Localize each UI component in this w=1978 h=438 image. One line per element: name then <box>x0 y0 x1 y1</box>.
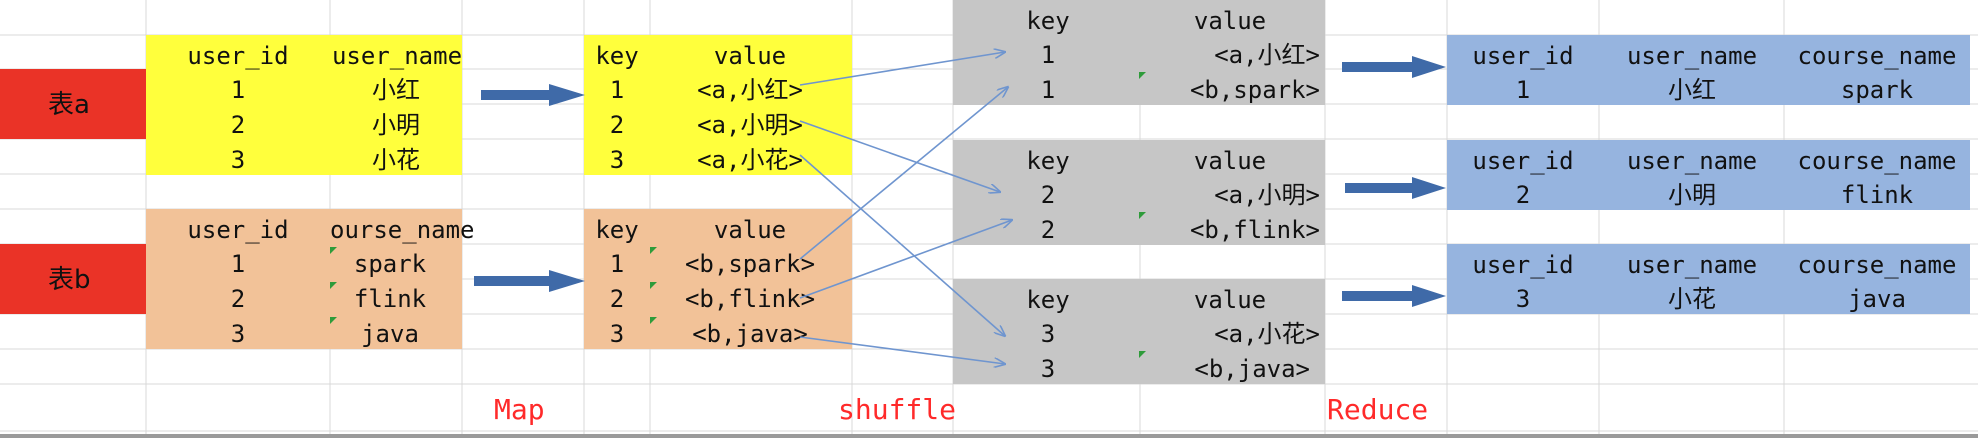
table-b-label: 表b <box>48 265 91 295</box>
shuffle-3-key: 3 <box>1040 355 1056 383</box>
cell-note-marker <box>1139 72 1146 79</box>
table-b-cell: flink <box>353 285 427 313</box>
map-a-value: <a,小明> <box>697 111 803 139</box>
table-b-cell: 2 <box>230 285 246 313</box>
shuffle-1-key: 1 <box>1040 76 1056 104</box>
shuffle-2-value: <b,flink> <box>1189 216 1320 244</box>
map-a-key: 3 <box>609 146 625 174</box>
reduce-1-header-user-name: user_name <box>1626 42 1758 70</box>
table-a-label-cell <box>0 69 146 139</box>
table-b-label-cell <box>0 244 146 314</box>
map-a-header-value: value <box>713 42 787 70</box>
reduce-2-user-name: 小明 <box>1668 181 1716 209</box>
cell-note-marker <box>330 282 337 289</box>
map-b-key: 1 <box>609 250 625 278</box>
shuffle-3-value: <a,小花> <box>1214 320 1320 348</box>
reduce-1-user-id: 1 <box>1515 76 1531 104</box>
reduce-2-user-id: 2 <box>1515 181 1531 209</box>
map-b-key: 2 <box>609 285 625 313</box>
reduce-result-3 <box>1447 244 1970 314</box>
phase-label-shuffle: shuffle <box>838 393 957 426</box>
shuffle-2-key: 2 <box>1040 181 1056 209</box>
map-b-value: <b,java> <box>692 320 808 348</box>
table-a-cell: 1 <box>230 76 246 104</box>
table-a-label: 表a <box>48 90 90 120</box>
table-b-cell: java <box>361 320 419 348</box>
reduce-2-header-user-name: user_name <box>1626 147 1758 175</box>
map-a-value: <a,小花> <box>697 146 803 174</box>
reduce-1-course-name: spark <box>1840 76 1914 104</box>
shuffle-group-1 <box>953 0 1325 105</box>
shuffle-1-value: <b,spark> <box>1189 76 1320 104</box>
reduce-3-header-course-name: course_name <box>1797 251 1957 279</box>
shuffle-2-header-key: key <box>1026 147 1070 175</box>
shuffle-1-header-value: value <box>1193 7 1267 35</box>
map-a-value: <a,小红> <box>697 76 803 104</box>
shuffle-2-value: <a,小明> <box>1214 181 1320 209</box>
shuffle-group-3 <box>953 279 1325 384</box>
table-a-cell: 小红 <box>372 76 420 104</box>
cell-note-marker <box>650 317 657 324</box>
reduce-1-header-course-name: course_name <box>1797 42 1957 70</box>
reduce-1-user-name: 小红 <box>1668 76 1716 104</box>
shuffle-2-header-value: value <box>1193 147 1267 175</box>
shuffle-2-key: 2 <box>1040 216 1056 244</box>
table-a <box>146 35 462 175</box>
map-a-header-key: key <box>595 42 639 70</box>
cell-note-marker <box>1139 351 1146 358</box>
shuffle-3-key: 3 <box>1040 320 1056 348</box>
table-b-header-user-id: user_id <box>187 216 289 244</box>
cell-note-marker <box>1139 212 1146 219</box>
table-a-header-user-id: user_id <box>187 42 289 70</box>
reduce-result-2 <box>1447 140 1970 210</box>
table-b-header-course-name: ourse_name <box>330 216 475 244</box>
reduce-2-header-user-id: user_id <box>1472 147 1574 175</box>
phase-label-reduce: Reduce <box>1327 393 1429 426</box>
table-a-cell: 小花 <box>372 146 420 174</box>
table-a-cell: 小明 <box>372 111 420 139</box>
reduce-3-header-user-name: user_name <box>1626 251 1758 279</box>
shuffle-1-key: 1 <box>1040 41 1056 69</box>
shuffle-1-header-key: key <box>1026 7 1070 35</box>
map-a-key: 2 <box>609 111 625 139</box>
table-a-header-user-name: user_name <box>331 42 463 70</box>
map-b-value: <b,spark> <box>684 250 816 278</box>
table-b-cell: spark <box>353 250 427 278</box>
reduce-1-header-user-id: user_id <box>1472 42 1574 70</box>
shuffle-1-value: <a,小红> <box>1214 41 1320 69</box>
table-b <box>146 209 462 349</box>
shuffle-3-value: <b,java> <box>1194 355 1310 383</box>
table-b-cell: 1 <box>230 250 246 278</box>
cell-note-marker <box>650 282 657 289</box>
table-a-cell: 2 <box>230 111 246 139</box>
map-a-key: 1 <box>609 76 625 104</box>
shuffle-3-header-value: value <box>1193 286 1267 314</box>
map-b-header-key: key <box>595 216 639 244</box>
reduce-2-header-course-name: course_name <box>1797 147 1957 175</box>
cell-note-marker <box>330 247 337 254</box>
phase-label-map: Map <box>494 393 545 426</box>
reduce-2-course-name: flink <box>1840 181 1914 209</box>
reduce-3-course-name: java <box>1848 285 1906 313</box>
map-b-header-value: value <box>713 216 787 244</box>
table-b-cell: 3 <box>230 320 246 348</box>
shuffle-3-header-key: key <box>1026 286 1070 314</box>
shuffle-group-2 <box>953 140 1325 245</box>
table-a-cell: 3 <box>230 146 246 174</box>
map-b-key: 3 <box>609 320 625 348</box>
reduce-3-user-id: 3 <box>1515 285 1531 313</box>
map-b-value: <b,flink> <box>684 285 816 313</box>
cell-note-marker <box>650 247 657 254</box>
reduce-3-user-name: 小花 <box>1668 285 1716 313</box>
cell-note-marker <box>330 317 337 324</box>
reduce-result-1 <box>1447 35 1970 105</box>
reduce-3-header-user-id: user_id <box>1472 251 1574 279</box>
